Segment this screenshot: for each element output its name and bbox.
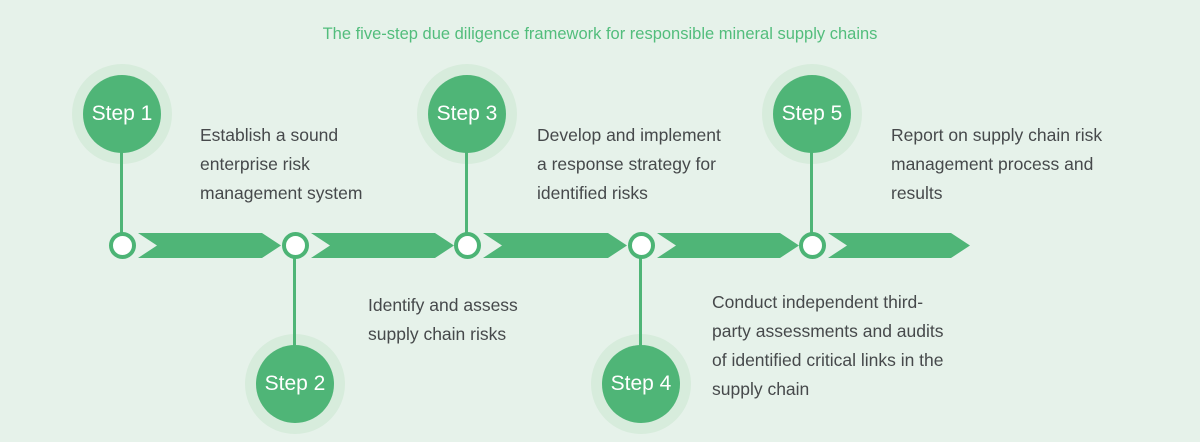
- step-4-circle: Step 4: [602, 345, 680, 423]
- step-5-description: Report on supply chain risk management p…: [891, 125, 1103, 203]
- step-4-description: Conduct independent third- party assessm…: [712, 292, 944, 399]
- arrow-chevron-icon: [311, 233, 454, 258]
- step-2-description: Identify and assess supply chain risks: [368, 295, 518, 344]
- timeline-node-4: [628, 232, 655, 259]
- step-5-label: Step 5: [781, 102, 843, 125]
- step-2-circle: Step 2: [256, 345, 334, 423]
- timeline-node-2: [282, 232, 309, 259]
- step-3-circle: Step 3: [428, 75, 506, 153]
- step-1-description: Establish a sound enterprise risk manage…: [200, 125, 363, 203]
- step-1-circle: Step 1: [83, 75, 161, 153]
- step-3-connector: [465, 150, 468, 234]
- step-3-label: Step 3: [436, 102, 498, 125]
- step-1-connector: [120, 150, 123, 234]
- timeline-node-3: [454, 232, 481, 259]
- step-3-description: Develop and implement a response strateg…: [537, 125, 721, 203]
- arrow-chevron-icon: [828, 233, 970, 258]
- arrow-chevron-icon: [483, 233, 627, 258]
- step-2-label: Step 2: [264, 372, 326, 395]
- timeline-node-1: [109, 232, 136, 259]
- step-5-circle: Step 5: [773, 75, 851, 153]
- step-4-connector: [639, 257, 642, 346]
- timeline-node-5: [799, 232, 826, 259]
- arrow-chevron-icon: [138, 233, 281, 258]
- step-2-connector: [293, 257, 296, 346]
- step-4-label: Step 4: [610, 372, 672, 395]
- step-1-label: Step 1: [91, 102, 153, 125]
- arrow-chevron-icon: [657, 233, 799, 258]
- diagram-title: The five-step due diligence framework fo…: [322, 25, 878, 43]
- step-5-connector: [810, 150, 813, 234]
